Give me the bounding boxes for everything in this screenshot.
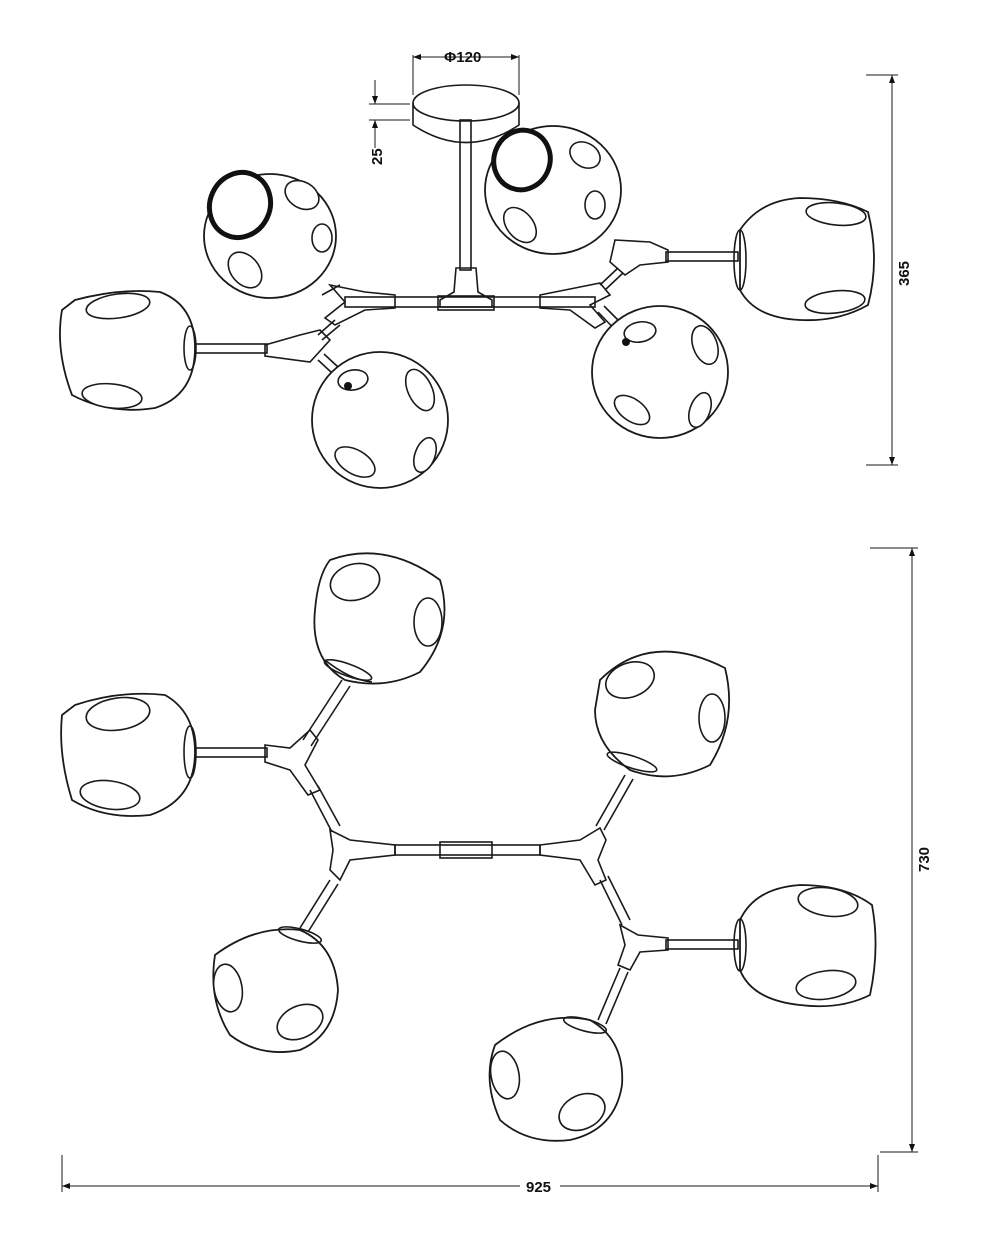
side-globe-lower-left [311, 351, 449, 489]
top-depth-dimension: 730 [870, 547, 933, 1153]
side-height-label: 365 [896, 261, 913, 286]
top-depth-label: 730 [916, 847, 933, 872]
side-globe-left [59, 290, 197, 411]
top-view: 730 925 [60, 547, 933, 1196]
side-globe-upper-left [203, 170, 337, 299]
top-globe-1 [313, 552, 446, 685]
canopy-height-label: 25 [369, 148, 386, 165]
side-globe-right [733, 197, 875, 322]
side-globe-upper-right [484, 125, 622, 255]
side-view: Φ120 25 [59, 49, 913, 489]
downrod [459, 119, 472, 271]
top-globe-5 [733, 884, 877, 1008]
top-globe-4 [594, 650, 730, 778]
left-joint [264, 283, 396, 363]
overall-width-label: 925 [526, 1179, 551, 1196]
top-globe-2 [60, 692, 197, 817]
top-right-junction [539, 774, 739, 1025]
canopy [412, 84, 520, 144]
top-left-junction [194, 679, 396, 933]
top-central-bar [394, 841, 541, 859]
canopy-diameter-dimension: Φ120 [412, 49, 520, 95]
side-globe-lower-right [591, 305, 729, 439]
overall-width-dimension: 925 [61, 1155, 879, 1196]
side-height-dimension: 365 [866, 74, 913, 466]
central-hub [344, 267, 596, 311]
right-joint [539, 239, 669, 329]
canopy-diameter-label: Φ120 [444, 49, 481, 66]
top-globe-6 [488, 1016, 624, 1142]
top-globe-3 [212, 926, 339, 1053]
canopy-height-dimension: 25 [369, 80, 410, 165]
